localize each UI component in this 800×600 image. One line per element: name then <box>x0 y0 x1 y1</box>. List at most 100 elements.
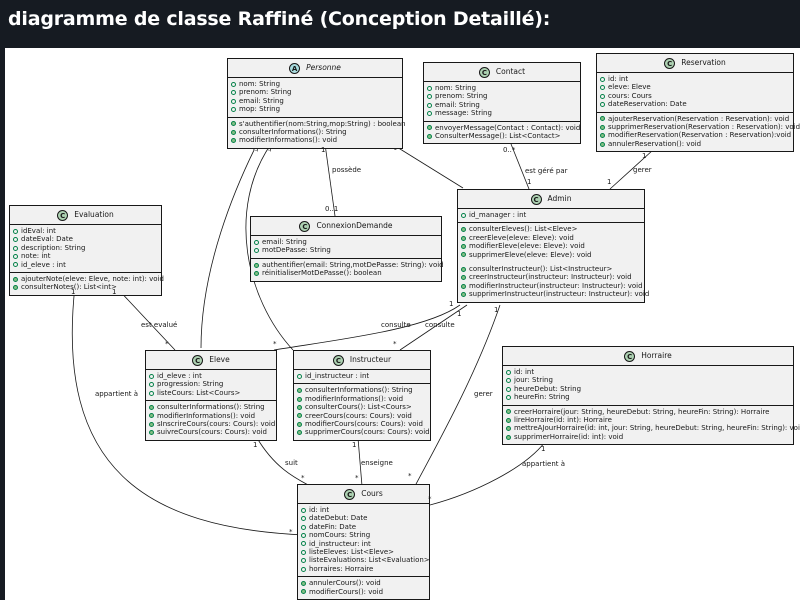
class-name: Instructeur <box>349 354 392 364</box>
attribute-icon <box>506 394 511 400</box>
attribute-icon <box>427 102 432 108</box>
class-icon: C <box>57 209 69 221</box>
operation: modifierReservation(Reservation : Reserv… <box>608 131 792 140</box>
operation: modifierEleve(eleve: Eleve): void <box>469 242 585 251</box>
generalization-eleve-personne <box>200 144 257 349</box>
operation-icon <box>301 580 306 586</box>
multiplicity: * <box>428 495 432 503</box>
operation: consulterNotes(): List<int> <box>21 283 117 292</box>
attribute-icon <box>301 524 306 530</box>
relation-label: suit <box>285 459 298 467</box>
operation-icon <box>600 141 605 147</box>
operation-icon <box>461 291 466 297</box>
operation-icon <box>600 116 605 122</box>
operation: supprimerReservation(Reservation : Reser… <box>608 123 800 132</box>
attribute-icon <box>600 101 605 107</box>
attribute-icon <box>600 93 605 99</box>
operation-icon <box>461 235 466 241</box>
attribute-icon <box>231 106 236 112</box>
operation-icon <box>231 138 236 144</box>
class-icon: C <box>664 57 676 69</box>
operation: modifierInformations(): void <box>305 394 404 403</box>
attribute-icon <box>427 94 432 100</box>
attribute: listeCours: List<Cours> <box>157 388 241 397</box>
class-name: Evaluation <box>74 209 114 219</box>
operation-icon <box>297 396 302 402</box>
attribute-icon <box>600 85 605 91</box>
class-icon: C <box>192 354 204 366</box>
attribute: jour: String <box>514 376 553 385</box>
operation-icon <box>297 421 302 427</box>
attribute-icon <box>13 262 18 268</box>
assoc-horraire-cours <box>429 441 546 506</box>
relations-layer <box>71 48 654 536</box>
attribute: id_instructeur : int <box>305 372 370 380</box>
class-name: ConnexionDemande <box>316 220 393 230</box>
relation-label: gerer <box>633 166 652 174</box>
attribute: listeEleves: List<Eleve> <box>309 548 395 557</box>
attribute: heureDebut: String <box>514 384 582 393</box>
assoc-personne-connexion <box>324 143 336 217</box>
attribute: horraires: Horraire <box>309 564 374 573</box>
relation-label: est géré par <box>525 167 568 175</box>
operation-icon <box>301 589 306 595</box>
relation-label: consulte <box>425 321 455 329</box>
multiplicity: 0..1 <box>325 205 339 213</box>
class-name: Admin <box>547 193 572 203</box>
attribute: dateReservation: Date <box>608 100 687 109</box>
multiplicity: * <box>289 528 293 536</box>
attribute: id_instructeur: int <box>309 539 371 548</box>
assoc-reservation-admin <box>609 149 654 190</box>
multiplicity: 1 <box>642 152 647 160</box>
attribute: nomCours: String <box>309 531 371 540</box>
operation: ajouterNote(eleve: Eleve, note: int): vo… <box>21 275 164 284</box>
relation-label: enseigne <box>361 459 393 467</box>
operation: modifierCours(cours: Cours): void <box>305 420 423 429</box>
attribute-icon <box>427 110 432 116</box>
multiplicity: * <box>165 340 169 348</box>
attribute-icon <box>149 390 154 396</box>
attribute: email: String <box>435 100 480 109</box>
assoc-admin-instructeur <box>399 304 468 351</box>
attribute-icon <box>254 248 259 254</box>
operation: modifierCours(): void <box>309 587 384 596</box>
class-name: Reservation <box>681 57 726 67</box>
operation: consulterInformations(): String <box>157 403 265 412</box>
operation-icon <box>461 283 466 289</box>
attribute-icon <box>301 558 306 564</box>
assoc-instructeur-cours <box>357 437 363 487</box>
attribute: message: String <box>435 109 492 118</box>
attribute: nom: String <box>435 84 477 92</box>
class-icon: C <box>624 350 636 362</box>
operation-icon <box>149 404 154 410</box>
attribute: id: int <box>309 506 330 514</box>
class-name: Eleve <box>209 354 230 364</box>
operation-icon <box>297 404 302 410</box>
operation-icon <box>149 430 154 436</box>
operation: réinitialiserMotDePasse(): boolean <box>262 269 382 278</box>
attribute: eleve: Eleve <box>608 83 651 92</box>
attribute-icon <box>461 212 466 218</box>
operation-icon <box>506 426 511 432</box>
operation-icon <box>506 434 511 440</box>
operation: creerHorraire(jour: String, heureDebut: … <box>514 407 770 416</box>
multiplicity: 1 <box>253 441 258 449</box>
operation-icon <box>13 285 18 291</box>
class-name: Cours <box>361 488 383 498</box>
multiplicity: 1 <box>352 441 357 449</box>
operation: consulterInstructeur(): List<Instructeur… <box>469 265 613 274</box>
attribute-icon <box>231 81 236 87</box>
operation-icon <box>506 417 511 423</box>
multiplicity: 1 <box>541 445 546 453</box>
operation: annulerCours(): void <box>309 579 381 588</box>
operation-icon <box>600 124 605 130</box>
attribute: prenom: String <box>239 88 292 97</box>
assoc-evaluation-cours <box>71 285 306 536</box>
assoc-contact-admin <box>510 143 530 190</box>
